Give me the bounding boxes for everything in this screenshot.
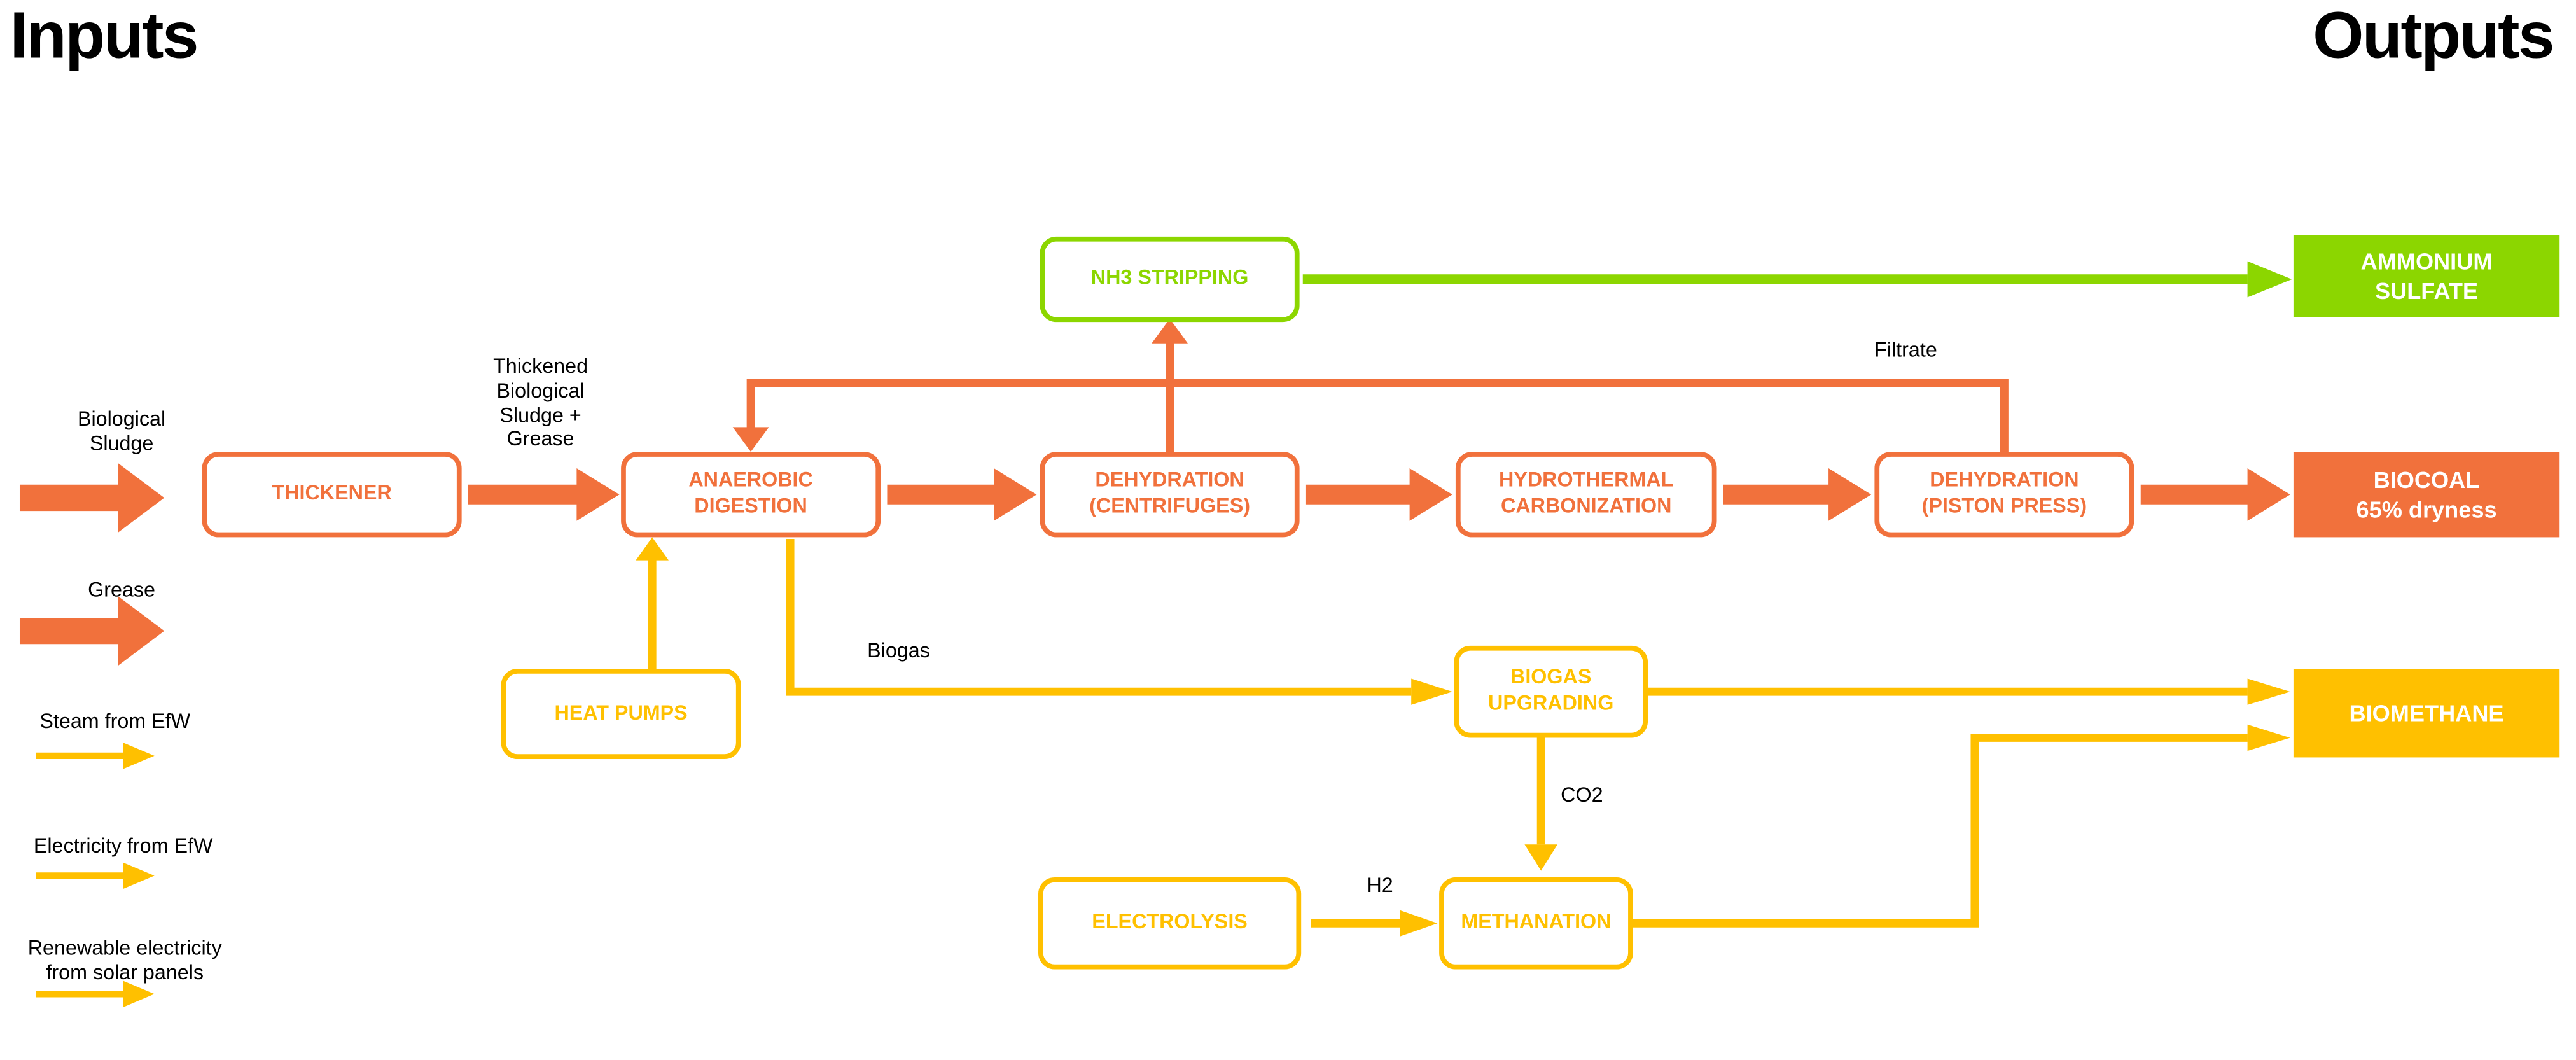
thickened-sludge-label: Thickened Biological Sludge + Grease: [493, 354, 588, 451]
hydrothermal-carbonization-box: HYDROTHERMAL CARBONIZATION: [1455, 452, 1717, 538]
anaerobic-digestion-box: ANAEROBIC DIGESTION: [621, 452, 881, 538]
steam-from-efw-label: Steam from EfW: [39, 709, 191, 733]
grease-label: Grease: [88, 578, 156, 602]
filtrate-label: Filtrate: [1874, 338, 1937, 362]
arrow-piston-press-to-biocoal: [2140, 468, 2290, 521]
biogas-label: Biogas: [867, 639, 930, 662]
outputs-title: Outputs: [2313, 0, 2554, 73]
arrow-htc-to-piston-press: [1723, 468, 1872, 521]
renewable-electricity-label: Renewable electricity from solar panels: [27, 936, 222, 984]
biogas-upgrading-box: BIOGAS UPGRADING: [1454, 645, 1648, 738]
biocoal-output: BIOCOAL 65% dryness: [2293, 452, 2560, 538]
legend-arrow-steam: [36, 743, 155, 769]
nh3-to-ammonium-line: [1302, 261, 2292, 298]
arrow-digestion-to-centrifuges: [887, 468, 1037, 521]
biogas-line: [786, 538, 1452, 705]
electricity-from-efw-label: Electricity from EfW: [33, 834, 213, 858]
heat-pumps-box: HEAT PUMPS: [501, 668, 741, 760]
centrifuges-to-nh3-line: [1152, 318, 1188, 452]
biological-sludge-label: Biological Sludge: [77, 407, 166, 455]
methanation-box: METHANATION: [1439, 877, 1633, 970]
nh3-stripping-box: NH3 STRIPPING: [1040, 236, 1300, 323]
legend-arrow-electricity: [36, 862, 155, 889]
upgrading-to-biomethane-line: [1648, 678, 2290, 705]
arrow-centrifuges-to-htc: [1305, 468, 1452, 521]
methanation-to-biomethane-line: [1633, 724, 2290, 928]
dehydration-centrifuges-box: DEHYDRATION (CENTRIFUGES): [1040, 452, 1300, 538]
thickener-box: THICKENER: [202, 452, 462, 538]
co2-label: CO2: [1561, 783, 1603, 807]
arrow-thickener-to-digestion: [468, 468, 620, 521]
h2-label: H2: [1367, 874, 1393, 897]
biomethane-output: BIOMETHANE: [2293, 668, 2560, 758]
legend-arrow-renewable: [36, 980, 155, 1007]
inputs-title: Inputs: [10, 0, 198, 73]
input-arrow-biological-sludge: [19, 463, 165, 533]
heat-pumps-to-digestion-line: [636, 537, 669, 669]
input-arrow-grease: [19, 596, 165, 666]
co2-line: [1524, 737, 1558, 871]
dehydration-piston-press-box: DEHYDRATION (PISTON PRESS): [1874, 452, 2134, 538]
electrolysis-box: ELECTROLYSIS: [1038, 877, 1302, 970]
h2-line: [1311, 910, 1438, 937]
ammonium-sulfate-output: AMMONIUM SULFATE: [2293, 235, 2560, 317]
filtrate-return-line: [732, 379, 2009, 452]
